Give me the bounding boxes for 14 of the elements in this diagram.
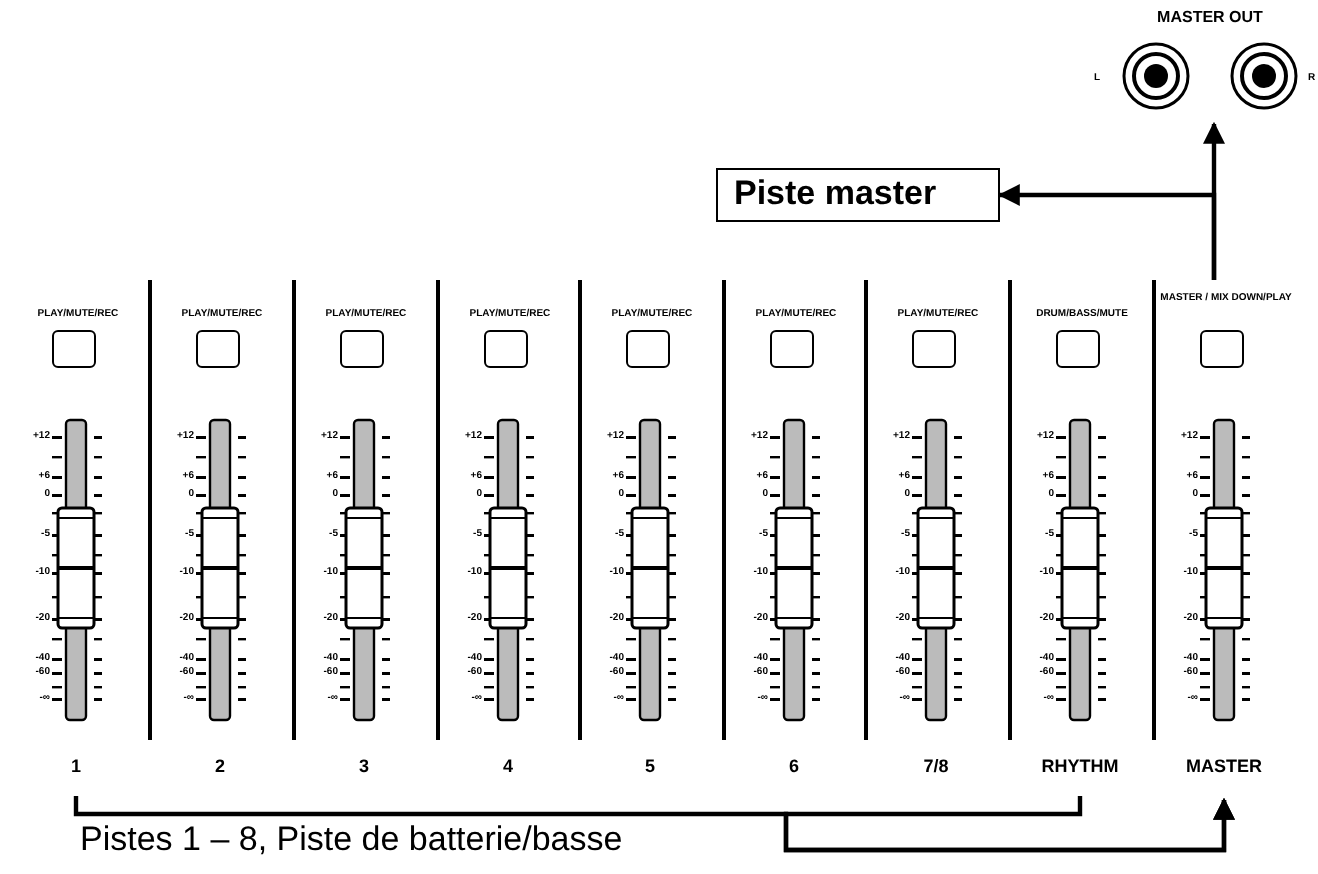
channel-label: 7/8 xyxy=(921,756,951,776)
channel-label: 4 xyxy=(500,756,515,776)
channel-label: 1 xyxy=(68,756,83,776)
channel-label: 2 xyxy=(212,756,227,776)
channel-label: 6 xyxy=(786,756,801,776)
arrow xyxy=(997,184,1217,280)
channel-label: 5 xyxy=(642,756,657,776)
channel-label: 3 xyxy=(356,756,371,776)
channel-label: MASTER xyxy=(1184,756,1264,776)
channel-label: RHYTHM xyxy=(1039,756,1121,776)
arrow xyxy=(783,796,1235,853)
panel-label: MASTER OUT xyxy=(1155,8,1265,26)
edge-label: Pistes 1 – 8, Piste de batterie/basse xyxy=(80,820,623,860)
callout-box: Piste master xyxy=(716,168,1000,222)
